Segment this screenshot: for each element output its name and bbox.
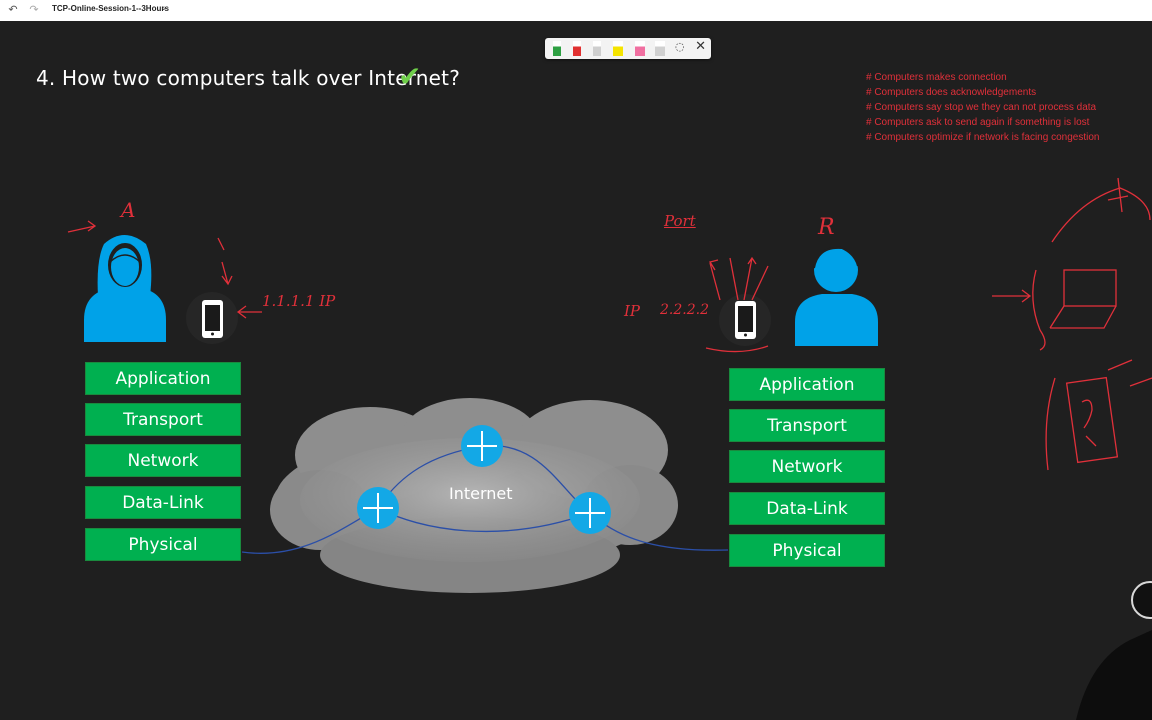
chevron-down-icon[interactable]: ⌄ <box>160 3 168 13</box>
phone-left-icon <box>186 292 238 344</box>
router-icon <box>357 487 399 529</box>
left-layer-data-link: Data-Link <box>85 486 241 519</box>
white-pen-icon[interactable] <box>593 41 601 56</box>
left-layer-physical: Physical <box>85 528 241 561</box>
red-pen-icon[interactable] <box>573 41 581 56</box>
label-a: A <box>121 198 136 222</box>
phone-right-icon <box>719 294 771 346</box>
person-a-icon <box>84 235 166 342</box>
lasso-icon[interactable]: ◌ <box>675 40 685 53</box>
ip-right-prefix: IP <box>624 302 641 320</box>
router-icon <box>569 492 611 534</box>
internet-cloud <box>270 398 678 593</box>
close-icon[interactable]: ✕ <box>695 39 706 54</box>
redo-icon[interactable]: ↷ <box>29 3 39 16</box>
pink-highlighter-icon[interactable] <box>635 41 645 56</box>
right-layer-physical: Physical <box>729 534 885 567</box>
slide-heading: 4. How two computers talk over Internet? <box>36 66 461 90</box>
router-icon <box>461 425 503 467</box>
presenter-webcam <box>1076 581 1152 720</box>
pen-toolbar: ◌ ✕ <box>545 38 711 59</box>
note-line: # Computers does acknowledgements <box>866 87 1037 98</box>
note-line: # Computers optimize if network is facin… <box>866 132 1100 143</box>
undo-icon[interactable]: ↶ <box>8 3 18 16</box>
left-layer-transport: Transport <box>85 403 241 436</box>
right-layer-data-link: Data-Link <box>729 492 885 525</box>
label-r: R <box>818 215 835 240</box>
note-line: # Computers ask to send again if somethi… <box>866 117 1090 128</box>
right-layer-network: Network <box>729 450 885 483</box>
green-pen-icon[interactable] <box>553 41 561 56</box>
note-line: # Computers say stop we they can not pro… <box>866 102 1097 113</box>
ip-right-label: 2.2.2.2 <box>660 302 709 318</box>
eraser-icon[interactable] <box>655 41 665 56</box>
left-layer-application: Application <box>85 362 241 395</box>
document-title[interactable]: TCP-Online-Session-1--3Hours <box>52 4 169 13</box>
left-layer-network: Network <box>85 444 241 477</box>
yellow-highlighter-icon[interactable] <box>613 41 623 56</box>
checkmark-icon: ✔ <box>398 60 422 93</box>
port-label: Port <box>664 212 696 230</box>
right-layer-application: Application <box>729 368 885 401</box>
ink-annotations <box>67 177 1152 471</box>
ip-left-label: 1.1.1.1 IP <box>262 292 336 310</box>
person-r-icon <box>795 246 878 346</box>
right-layer-transport: Transport <box>729 409 885 442</box>
note-line: # Computers makes connection <box>866 72 1007 83</box>
internet-label: Internet <box>449 484 513 503</box>
